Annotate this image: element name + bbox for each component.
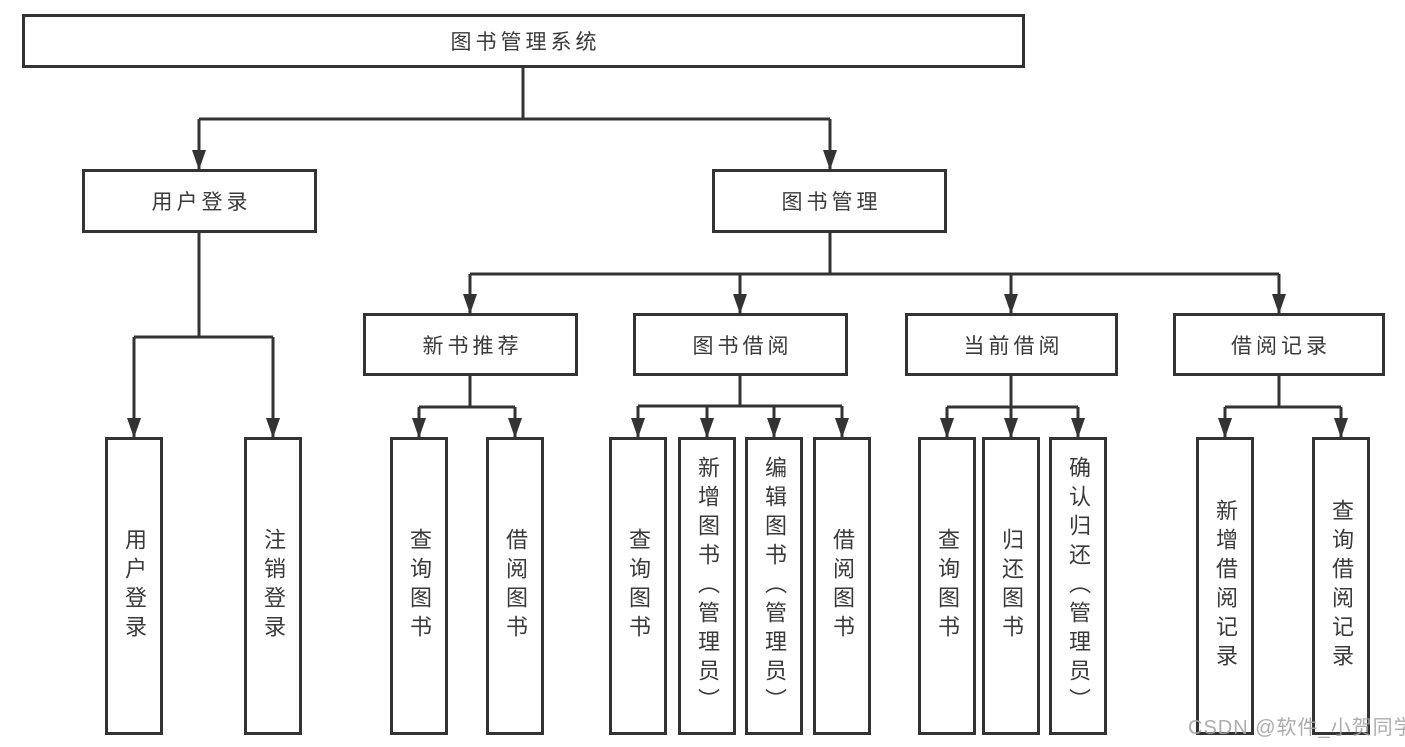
- leaf-query-books-recommend: 查询图书: [390, 437, 448, 735]
- node-current-borrow: 当前借阅: [905, 313, 1118, 376]
- leaf-borrow-books-borrow: 借阅图书: [813, 437, 871, 735]
- node-book-management: 图书管理: [712, 169, 947, 233]
- watermark-text: CSDN @软件_小贺同学: [1188, 717, 1405, 739]
- leaf-add-borrow-record: 新增借阅记录: [1196, 437, 1254, 735]
- leaf-user-login: 用户登录: [105, 437, 163, 735]
- leaf-query-books-current: 查询图书: [918, 437, 976, 735]
- node-new-book-recommend: 新书推荐: [363, 313, 578, 376]
- node-borrow-records: 借阅记录: [1173, 313, 1385, 376]
- leaf-query-books-borrow: 查询图书: [609, 437, 667, 735]
- leaf-query-borrow-record: 查询借阅记录: [1312, 437, 1370, 735]
- node-book-borrow: 图书借阅: [633, 313, 848, 376]
- leaf-confirm-return-admin: 确认归还（管理员）: [1049, 437, 1107, 735]
- node-root-system: 图书管理系统: [22, 14, 1025, 68]
- leaf-edit-book-admin: 编辑图书（管理员）: [745, 437, 803, 735]
- leaf-logout: 注销登录: [244, 437, 302, 735]
- node-user-login: 用户登录: [82, 169, 317, 233]
- leaf-add-book-admin: 新增图书（管理员）: [678, 437, 736, 735]
- leaf-borrow-books-recommend: 借阅图书: [486, 437, 544, 735]
- leaf-return-books: 归还图书: [982, 437, 1040, 735]
